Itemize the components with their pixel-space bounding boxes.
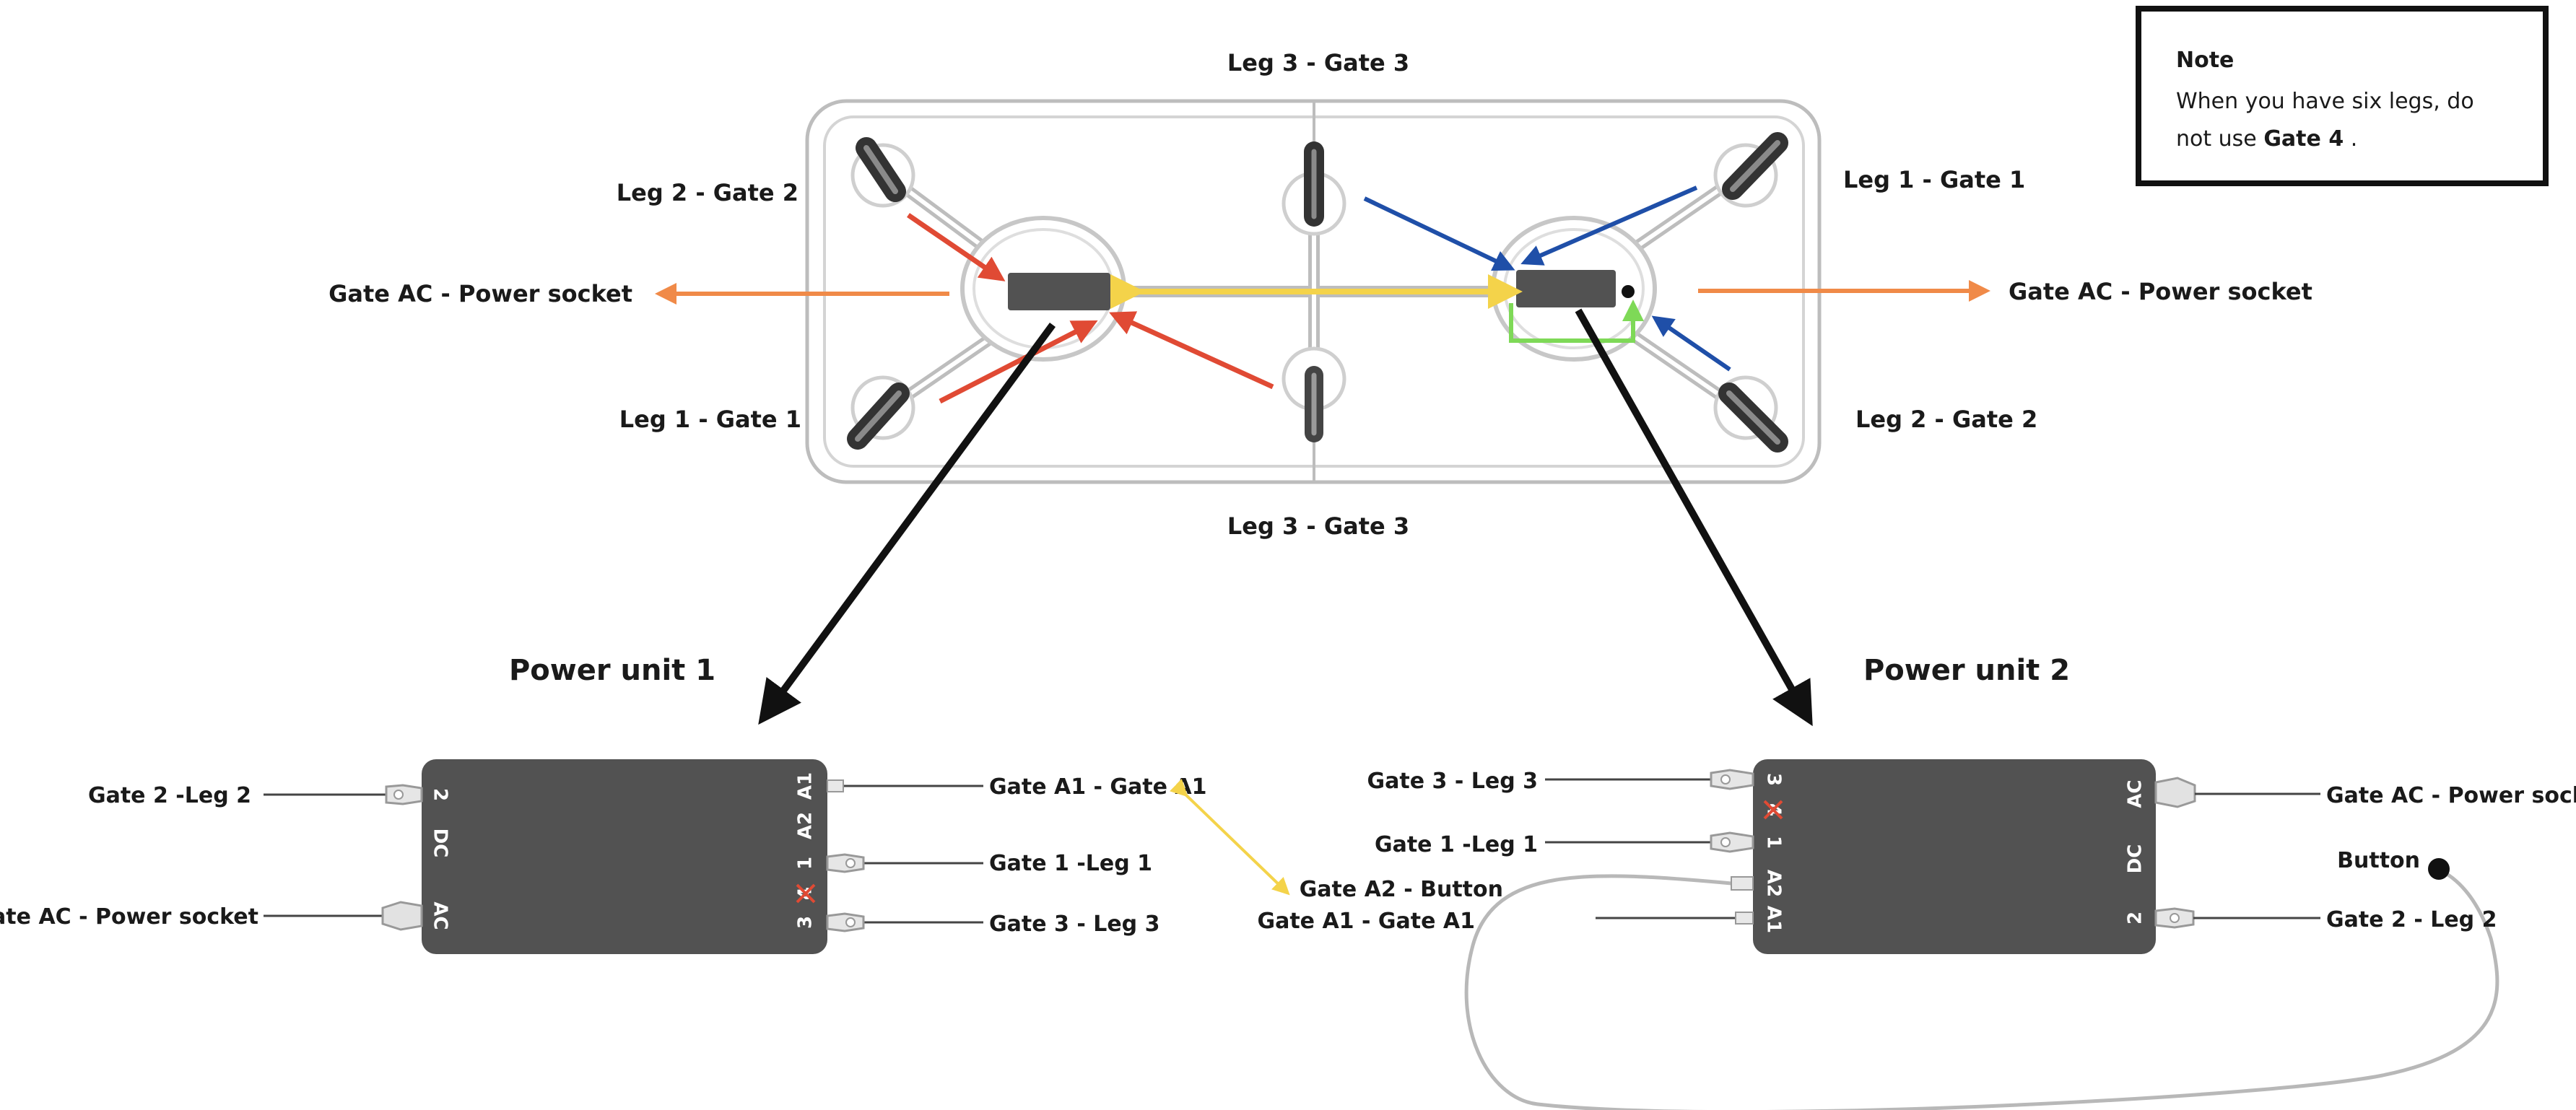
blue-arrow-leg1 bbox=[1520, 185, 1698, 266]
leg-foot-left-top bbox=[850, 137, 915, 208]
pu1-port-2: 2 bbox=[430, 788, 451, 801]
note-text-before: When you have six legs, do not use bbox=[2176, 89, 2474, 152]
pu1-label-3: Gate 3 - Leg 3 bbox=[989, 912, 1159, 937]
label-left-bottom: Leg 1 - Gate 1 bbox=[619, 406, 801, 433]
pu2-port-2: 2 bbox=[2125, 912, 2146, 925]
pu1-cable-1 bbox=[826, 853, 983, 873]
leg-foot-center-bottom bbox=[1282, 346, 1346, 442]
label-right-power: Gate AC - Power socket bbox=[2009, 278, 2312, 305]
note-text: When you have six legs, do not use Gate … bbox=[2176, 83, 2508, 158]
pu1-label-1: Gate 1 -Leg 1 bbox=[989, 851, 1152, 876]
pu1-port-ac: AC bbox=[430, 901, 451, 930]
power-unit-1: 2 DC AC A1 A2 1 4 3 bbox=[264, 759, 983, 954]
pu1-port-dc: DC bbox=[430, 829, 451, 858]
note-text-bold: Gate 4 bbox=[2263, 126, 2344, 152]
button-dot bbox=[2428, 858, 2450, 880]
blue-arrow-leg2 bbox=[1651, 315, 1731, 372]
pu2-cable-a2 bbox=[1731, 876, 1754, 891]
leg-foot-left-bottom bbox=[847, 375, 915, 450]
pu1-port-1: 1 bbox=[795, 857, 817, 870]
link-a1-a1 bbox=[1170, 779, 1290, 896]
note-text-after: . bbox=[2344, 126, 2358, 152]
pu2-label-a1: Gate A1 - Gate A1 bbox=[1257, 909, 1475, 934]
label-top-center: Leg 3 - Gate 3 bbox=[1227, 49, 1409, 77]
pu1-port-a1: A1 bbox=[795, 772, 817, 800]
table-button-dot bbox=[1622, 285, 1635, 298]
label-left-power: Gate AC - Power socket bbox=[328, 280, 632, 307]
pu1-label-ac: Gate AC - Power socket bbox=[0, 904, 258, 930]
pu2-label-ac: Gate AC - Power socket bbox=[2326, 783, 2576, 808]
table-link-button bbox=[1509, 300, 1644, 343]
power-unit-1-body bbox=[422, 759, 827, 954]
pu1-cable-3 bbox=[826, 912, 983, 932]
pu2-port-a2: A2 bbox=[1763, 870, 1785, 897]
pu2-port-1: 1 bbox=[1763, 836, 1785, 849]
pu1-port-4-cross-icon bbox=[796, 883, 816, 904]
pu1-port-a2: A2 bbox=[795, 812, 817, 839]
pu2-cable-ac bbox=[2154, 777, 2320, 808]
pu2-port-ac: AC bbox=[2125, 779, 2146, 808]
table-power-unit-1 bbox=[1008, 273, 1110, 310]
pu1-label-gate2: Gate 2 -Leg 2 bbox=[88, 783, 251, 808]
pu2-label-1: Gate 1 -Leg 1 bbox=[1375, 832, 1538, 857]
pu2-cable-a1 bbox=[1596, 912, 1754, 925]
pu2-port-a1: A1 bbox=[1763, 906, 1785, 933]
table-top-view bbox=[655, 99, 1990, 484]
red-arrow-leg2 bbox=[907, 213, 1006, 281]
power-unit-2: 3 4 1 A2 A1 AC DC 2 bbox=[1464, 759, 2499, 1110]
red-arrow-leg1 bbox=[939, 320, 1098, 404]
table-power-unit-2 bbox=[1516, 270, 1616, 307]
power-unit-1-title: Power unit 1 bbox=[509, 654, 715, 687]
label-right-bottom: Leg 2 - Gate 2 bbox=[1855, 406, 2037, 433]
pu1-cable-2 bbox=[264, 784, 423, 805]
leg-foot-right-bottom bbox=[1713, 375, 1788, 453]
note-title: Note bbox=[2176, 48, 2235, 73]
power-unit-2-title: Power unit 2 bbox=[1863, 654, 2070, 687]
blue-arrow-leg3 bbox=[1363, 196, 1515, 271]
label-right-top: Leg 1 - Gate 1 bbox=[1843, 166, 2025, 193]
pu2-cable-1 bbox=[1545, 831, 1754, 853]
pu1-label-a1: Gate A1 - Gate A1 bbox=[989, 774, 1207, 800]
pu1-port-3: 3 bbox=[795, 916, 817, 929]
button-label: Button bbox=[2337, 848, 2420, 873]
pu2-label-3: Gate 3 - Leg 3 bbox=[1367, 769, 1538, 794]
note-box: Note When you have six legs, do not use … bbox=[2136, 6, 2549, 186]
arrow-to-power-unit-2 bbox=[1575, 308, 1813, 727]
pu2-label-a2: Gate A2 - Button bbox=[1300, 877, 1503, 902]
pu2-port-4-cross-icon bbox=[1763, 800, 1783, 820]
arrow-to-power-unit-1 bbox=[758, 323, 1056, 725]
button-cable bbox=[1464, 868, 2499, 1110]
pu2-label-2: Gate 2 - Leg 2 bbox=[2326, 907, 2497, 932]
label-bottom-center: Leg 3 - Gate 3 bbox=[1227, 512, 1409, 540]
pu2-cable-2 bbox=[2154, 907, 2320, 929]
pu2-cable-3 bbox=[1545, 769, 1754, 790]
leg-foot-right-top bbox=[1713, 132, 1788, 208]
power-unit-2-body bbox=[1753, 759, 2156, 954]
pu1-cable-ac bbox=[264, 901, 423, 931]
leg-foot-center-top bbox=[1282, 141, 1346, 236]
pu2-port-3: 3 bbox=[1763, 773, 1785, 786]
label-left-top: Leg 2 - Gate 2 bbox=[617, 179, 799, 206]
pu1-cable-a1 bbox=[827, 779, 983, 792]
pu2-port-dc: DC bbox=[2125, 844, 2146, 874]
red-arrow-leg3 bbox=[1109, 311, 1274, 390]
